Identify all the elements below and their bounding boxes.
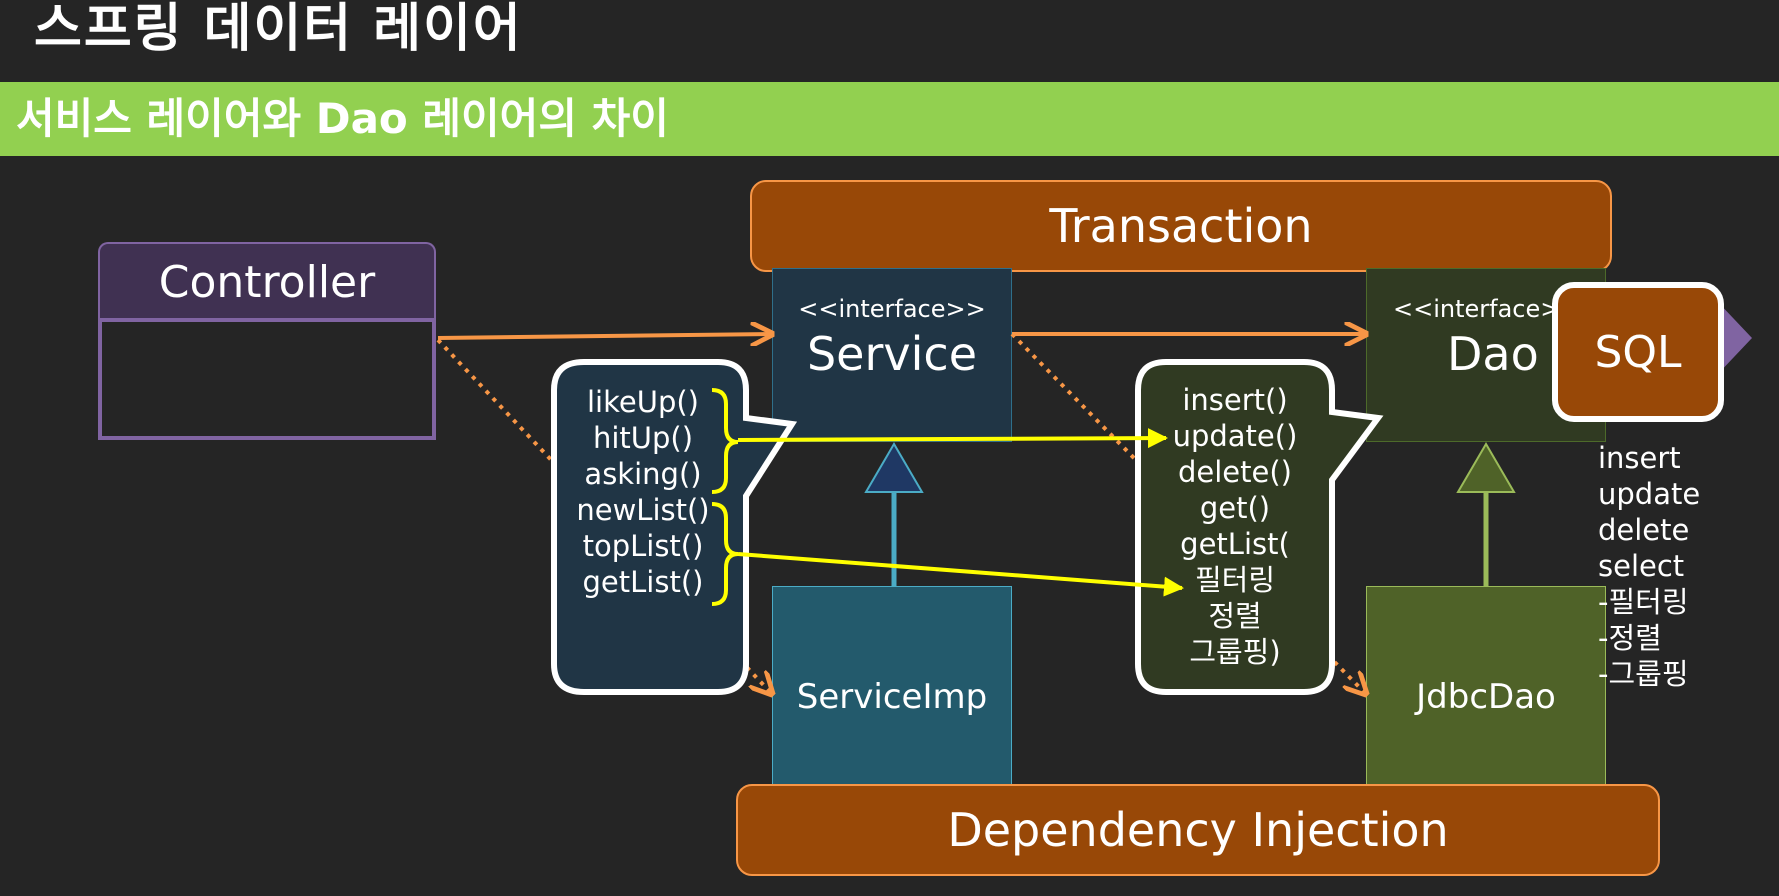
jdbc-dao-name: JdbcDao (1416, 677, 1556, 717)
dao-methods-list: insert() update() delete() get() getList… (1150, 382, 1320, 670)
dao-method: getList( (1180, 527, 1290, 561)
sql-operations-list: insert update delete select -필터링 -정렬 -그룹… (1598, 440, 1700, 692)
sql-op: -필터링 (1598, 585, 1689, 619)
service-methods-list: likeUp() hitUp() asking() newList() topL… (564, 384, 722, 600)
page-title: 스프링 데이터 레이어 (34, 0, 523, 59)
sql-op: insert (1598, 441, 1681, 475)
sql-op: -그룹핑 (1598, 657, 1689, 691)
service-method: newList() (576, 493, 710, 527)
sql-box: SQL (1552, 282, 1724, 422)
service-inheritance-triangle (864, 442, 924, 493)
brace-1-to-update-arrow (737, 428, 1168, 449)
service-method: likeUp() (587, 385, 699, 419)
dependency-injection-bar: Dependency Injection (736, 784, 1660, 876)
sql-op: update (1598, 477, 1701, 511)
service-impl-name: ServiceImp (796, 677, 988, 717)
dao-method: 그룹핑) (1189, 635, 1281, 669)
dao-method: delete() (1178, 455, 1292, 489)
transaction-bar: Transaction (750, 180, 1612, 272)
sql-op: select (1598, 549, 1685, 583)
dao-methods-bubble (1135, 359, 1384, 695)
dao-method: 정렬 (1208, 599, 1262, 633)
service-stereotype: <<interface>> (798, 295, 986, 323)
service-method: topList() (582, 529, 704, 563)
dao-name: Dao (1447, 327, 1539, 381)
dao-inheritance-triangle (1456, 442, 1516, 493)
sql-op: -정렬 (1598, 621, 1662, 655)
controller-to-service-arrow (437, 334, 772, 338)
brace-group-1 (711, 388, 739, 494)
brace-2-to-filter-arrow (737, 552, 1184, 597)
service-method: asking() (584, 457, 702, 491)
dao-method: get() (1199, 491, 1271, 525)
sql-op: delete (1598, 513, 1690, 547)
jdbc-dao-box: JdbcDao (1366, 586, 1606, 786)
service-name: Service (806, 327, 977, 381)
service-method: hitUp() (592, 421, 694, 455)
dao-stereotype: <<interface>> (1393, 295, 1581, 323)
dao-method: insert() (1182, 383, 1288, 417)
dao-method: 필터링 (1194, 563, 1276, 597)
service-method: getList() (582, 565, 704, 599)
section-subtitle: 서비스 레이어와 Dao 레이어의 차이 (16, 94, 669, 143)
service-interface-box: <<interface>> Service (772, 268, 1012, 442)
section-banner: 서비스 레이어와 Dao 레이어의 차이 (0, 82, 1779, 156)
dao-method: update() (1172, 419, 1298, 453)
controller-header: Controller (98, 242, 436, 320)
sql-pointer-triangle (1716, 300, 1752, 376)
controller-body (98, 318, 436, 440)
